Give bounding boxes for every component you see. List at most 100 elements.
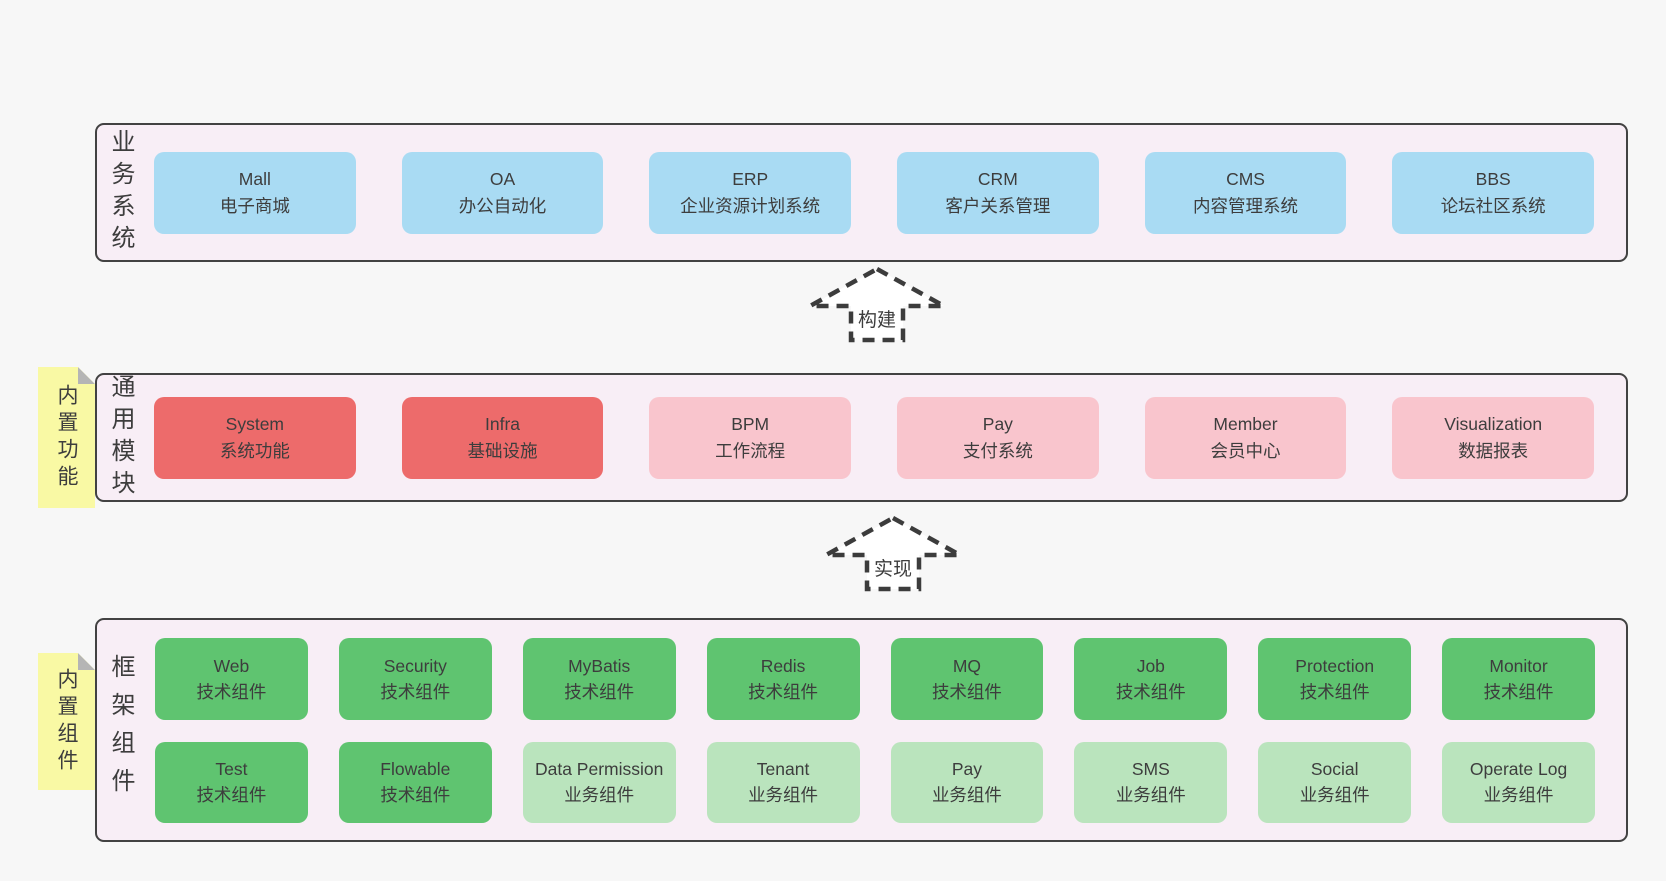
box-desc: 电子商城 xyxy=(219,195,290,216)
box-desc: 业务组件 xyxy=(931,785,1002,806)
box-bbs: BBS 论坛社区系统 xyxy=(1392,151,1595,234)
build-arrow: 构建 xyxy=(807,266,947,344)
box-name: Protection xyxy=(1295,655,1375,676)
box-name: Data Permission xyxy=(534,759,664,779)
box-desc: 数据报表 xyxy=(1458,440,1529,461)
box-desc: 技术组件 xyxy=(196,785,267,806)
box-desc: 技术组件 xyxy=(564,681,635,702)
box-name: BBS xyxy=(1475,169,1511,190)
business-systems-label: 业务系统 xyxy=(107,128,134,257)
box-pay-business: Pay 业务组件 xyxy=(890,741,1044,823)
builtin-features-sticky-note: 内置功能 xyxy=(38,367,95,508)
box-name: Visualization xyxy=(1444,414,1543,435)
box-name: Monitor xyxy=(1489,655,1548,676)
box-member: Member 会员中心 xyxy=(1144,396,1347,479)
box-infra: Infra 基础设施 xyxy=(401,396,604,479)
sticky-note-text: 内置功能 xyxy=(55,383,78,492)
box-desc: 技术组件 xyxy=(748,681,819,702)
box-desc: 业务组件 xyxy=(1299,785,1370,806)
box-name: Test xyxy=(215,759,248,779)
box-name: Flowable xyxy=(380,759,451,779)
box-crm: CRM 客户关系管理 xyxy=(897,151,1099,234)
box-desc: 客户关系管理 xyxy=(945,195,1051,216)
box-test: Test 技术组件 xyxy=(155,741,308,823)
sticky-note-text: 内置组件 xyxy=(55,667,78,776)
common-modules-label: 通用模块 xyxy=(107,373,134,502)
box-protection: Protection 技术组件 xyxy=(1258,638,1412,720)
box-desc: 技术组件 xyxy=(1299,681,1370,702)
business-systems-panel: 业务系统 Mall 电子商城 OA 办公自动化 ERP 企业资源计划系统 CRM… xyxy=(95,123,1628,262)
box-name: Redis xyxy=(760,655,806,676)
box-operate-log: Operate Log 业务组件 xyxy=(1442,741,1595,823)
box-desc: 技术组件 xyxy=(931,681,1002,702)
box-name: MQ xyxy=(952,655,982,676)
implement-arrow-label: 实现 xyxy=(870,554,916,581)
box-pay: Pay 支付系统 xyxy=(897,396,1099,479)
box-name: Security xyxy=(383,655,447,676)
box-desc: 内容管理系统 xyxy=(1193,195,1299,216)
box-desc: 会员中心 xyxy=(1210,440,1281,461)
box-name: System xyxy=(225,414,285,435)
common-modules-panel: 通用模块 System 系统功能 Infra 基础设施 BPM 工作流程 Pay… xyxy=(95,373,1628,502)
box-desc: 基础设施 xyxy=(467,440,538,461)
box-name: MyBatis xyxy=(568,655,631,676)
folded-corner-icon xyxy=(78,653,95,670)
box-desc: 业务组件 xyxy=(748,785,819,806)
box-name: Infra xyxy=(484,414,521,435)
box-security: Security 技术组件 xyxy=(338,638,492,720)
box-name: Web xyxy=(213,655,250,676)
box-system: System 系统功能 xyxy=(154,396,356,479)
box-name: Tenant xyxy=(756,759,810,779)
box-name: ERP xyxy=(732,169,769,190)
box-desc: 技术组件 xyxy=(1115,681,1186,702)
framework-components-grid: Web 技术组件 Security 技术组件 MyBatis 技术组件 Redi… xyxy=(155,638,1595,823)
box-desc: 业务组件 xyxy=(1483,785,1554,806)
builtin-components-sticky-note: 内置组件 xyxy=(38,653,95,790)
box-cms: CMS 内容管理系统 xyxy=(1144,151,1347,234)
business-systems-row: Mall 电子商城 OA 办公自动化 ERP 企业资源计划系统 CRM 客户关系… xyxy=(154,151,1595,234)
box-desc: 办公自动化 xyxy=(458,195,547,216)
box-name: SMS xyxy=(1131,759,1170,779)
box-mall: Mall 电子商城 xyxy=(154,151,356,234)
box-desc: 系统功能 xyxy=(219,440,290,461)
box-social: Social 业务组件 xyxy=(1258,741,1412,823)
box-visualization: Visualization 数据报表 xyxy=(1392,396,1595,479)
box-name: BPM xyxy=(731,414,770,435)
box-desc: 业务组件 xyxy=(564,785,635,806)
box-web: Web 技术组件 xyxy=(155,638,308,720)
box-name: CMS xyxy=(1226,169,1265,190)
box-desc: 论坛社区系统 xyxy=(1440,195,1546,216)
box-desc: 支付系统 xyxy=(962,440,1033,461)
box-bpm: BPM 工作流程 xyxy=(649,396,852,479)
box-name: Operate Log xyxy=(1469,759,1568,779)
dashed-up-arrow-icon xyxy=(808,266,946,343)
box-erp: ERP 企业资源计划系统 xyxy=(649,151,852,234)
dashed-up-arrow-icon xyxy=(824,515,962,592)
box-monitor: Monitor 技术组件 xyxy=(1442,638,1595,720)
box-name: CRM xyxy=(977,169,1018,190)
box-tenant: Tenant 业务组件 xyxy=(706,741,860,823)
box-desc: 企业资源计划系统 xyxy=(680,195,821,216)
box-flowable: Flowable 技术组件 xyxy=(338,741,492,823)
box-name: Member xyxy=(1213,414,1278,435)
box-sms: SMS 业务组件 xyxy=(1074,741,1228,823)
box-mybatis: MyBatis 技术组件 xyxy=(522,638,676,720)
box-name: Job xyxy=(1136,655,1165,676)
box-name: Pay xyxy=(982,414,1013,435)
box-job: Job 技术组件 xyxy=(1074,638,1228,720)
box-mq: MQ 技术组件 xyxy=(890,638,1044,720)
box-data-permission: Data Permission 业务组件 xyxy=(522,741,676,823)
box-name: OA xyxy=(489,169,516,190)
build-arrow-label: 构建 xyxy=(854,305,900,332)
box-name: Pay xyxy=(951,759,983,779)
box-name: Social xyxy=(1310,759,1359,779)
folded-corner-icon xyxy=(78,367,95,384)
box-desc: 技术组件 xyxy=(196,681,267,702)
framework-components-label: 框架组件 xyxy=(107,654,134,806)
box-desc: 技术组件 xyxy=(1483,681,1554,702)
common-modules-row: System 系统功能 Infra 基础设施 BPM 工作流程 Pay 支付系统… xyxy=(154,396,1595,479)
framework-components-panel: 框架组件 Web 技术组件 Security 技术组件 MyBatis 技术组件… xyxy=(95,618,1628,842)
box-desc: 技术组件 xyxy=(380,785,451,806)
box-desc: 业务组件 xyxy=(1115,785,1186,806)
